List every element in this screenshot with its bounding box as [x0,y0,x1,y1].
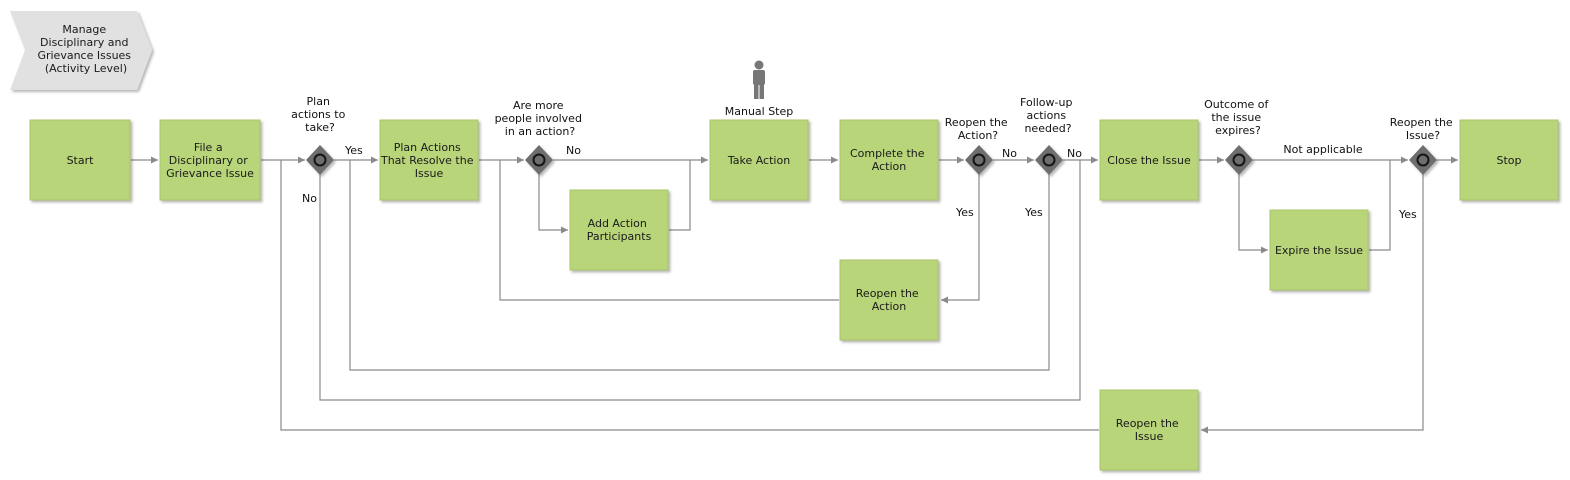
flow-reopen-action-back [499,160,839,301]
task-close-issue[interactable]: Close the Issue [1099,119,1199,201]
flow-add-to-take [669,160,691,231]
task-file-issue[interactable]: File a Disciplinary or Grievance Issue [159,119,261,201]
svg-text:File a Disciplinary or: File a Disciplinary or Grievance Issue [166,141,254,180]
flow-followup-yes [349,160,1050,371]
gateway-outcome-expires[interactable] [1225,145,1253,175]
svg-text:Reopen the Action: Reopen the Action [856,287,922,313]
person-icon [753,60,765,99]
edge-label-reopen-issue-yes: Yes [1398,208,1417,221]
edge-label-more-no: No [566,144,581,157]
gateway-followup[interactable] [1035,145,1063,175]
flow-reopen-issue-yes [1201,174,1424,434]
edge-label-plan-no: No [302,192,317,205]
gateway-circle-icon [1416,153,1430,167]
gateway-circle-icon [532,153,546,167]
svg-text:Complete the Action: Complete the Action [850,147,928,173]
process-title-banner: Manage Disciplinary and Grievance Issues… [10,11,152,90]
gateway-diamond-icon [1035,145,1063,175]
edge-label-followup-yes: Yes [1024,206,1043,219]
svg-text:Plan Actions That Resolv: Plan Actions That Resolve the Issue [380,141,477,180]
gateway-plan-actions[interactable] [306,145,334,175]
task-complete-action[interactable]: Complete the Action [839,119,939,201]
title-banner-shape [10,11,152,90]
edge-label-followup-no: No [1067,147,1082,160]
manual-step-label: Manual Step [725,105,794,118]
flow-reopen-action-yes [941,174,980,304]
flow-outcome-expires [1238,174,1268,254]
svg-text:Close the Issue: Close the Issue [1107,154,1191,167]
process-title: Manage Disciplinary and Grievance Issues… [37,23,134,75]
task-reopen-issue[interactable]: Reopen the Issue [1099,389,1199,471]
gateway-diamond-icon [1225,145,1253,175]
gateway-diamond-icon [306,145,334,175]
gateway-more-people[interactable] [525,145,553,175]
task-start[interactable]: Start [29,119,131,201]
gateway-circle-icon [313,153,327,167]
flow-connectors [131,156,1458,434]
task-take-action[interactable]: Take Action [709,119,809,201]
flow-expire-to-reopen-issue [1369,160,1391,251]
edge-label-not-applicable: Not applicable [1283,143,1362,156]
gateway-diamond-icon [1409,145,1437,175]
gateway-reopen-action[interactable] [965,145,993,175]
svg-text:Take Action: Take Action [727,154,790,167]
gateway-label-reopen-issue: Reopen the Issue? [1390,116,1456,142]
edge-label-plan-yes: Yes [344,144,363,157]
flow-more-yes [538,174,568,234]
gateway-label-followup: Follow-up actions needed? [1020,96,1076,135]
edge-label-reopen-action-no: No [1002,147,1017,160]
task-stop[interactable]: Stop [1459,119,1559,201]
svg-text:Stop: Stop [1496,154,1521,167]
gateway-label-plan-actions: Plan actions to take? [291,95,349,134]
flow-reopen-issue-back [280,160,1099,431]
task-expire-issue[interactable]: Expire the Issue [1269,209,1369,291]
gateway-circle-icon [972,153,986,167]
gateway-diamond-icon [965,145,993,175]
gateway-label-more-people: Are more people involved in an action? [495,99,586,138]
gateway-reopen-issue[interactable] [1409,145,1437,175]
gateway-label-outcome-expires: Outcome of the issue expires? [1204,98,1272,137]
svg-text:Reopen the Issue: Reopen the Issue [1116,417,1182,443]
svg-text:Add Action Participants: Add Action Participants [587,217,652,243]
task-reopen-action[interactable]: Reopen the Action [839,259,939,341]
gateway-label-reopen-action: Reopen the Action? [945,116,1011,142]
gateway-circle-icon [1042,153,1056,167]
gateway-circle-icon [1232,153,1246,167]
task-add-participants[interactable]: Add Action Participants [569,189,669,271]
svg-text:Start: Start [67,154,95,167]
gateway-diamond-icon [525,145,553,175]
edge-label-reopen-action-yes: Yes [955,206,974,219]
svg-text:Expire the Issue: Expire the Issue [1275,244,1363,257]
flow-plan-no [319,160,1081,401]
task-plan-actions[interactable]: Plan Actions That Resolve the Issue [379,119,479,201]
